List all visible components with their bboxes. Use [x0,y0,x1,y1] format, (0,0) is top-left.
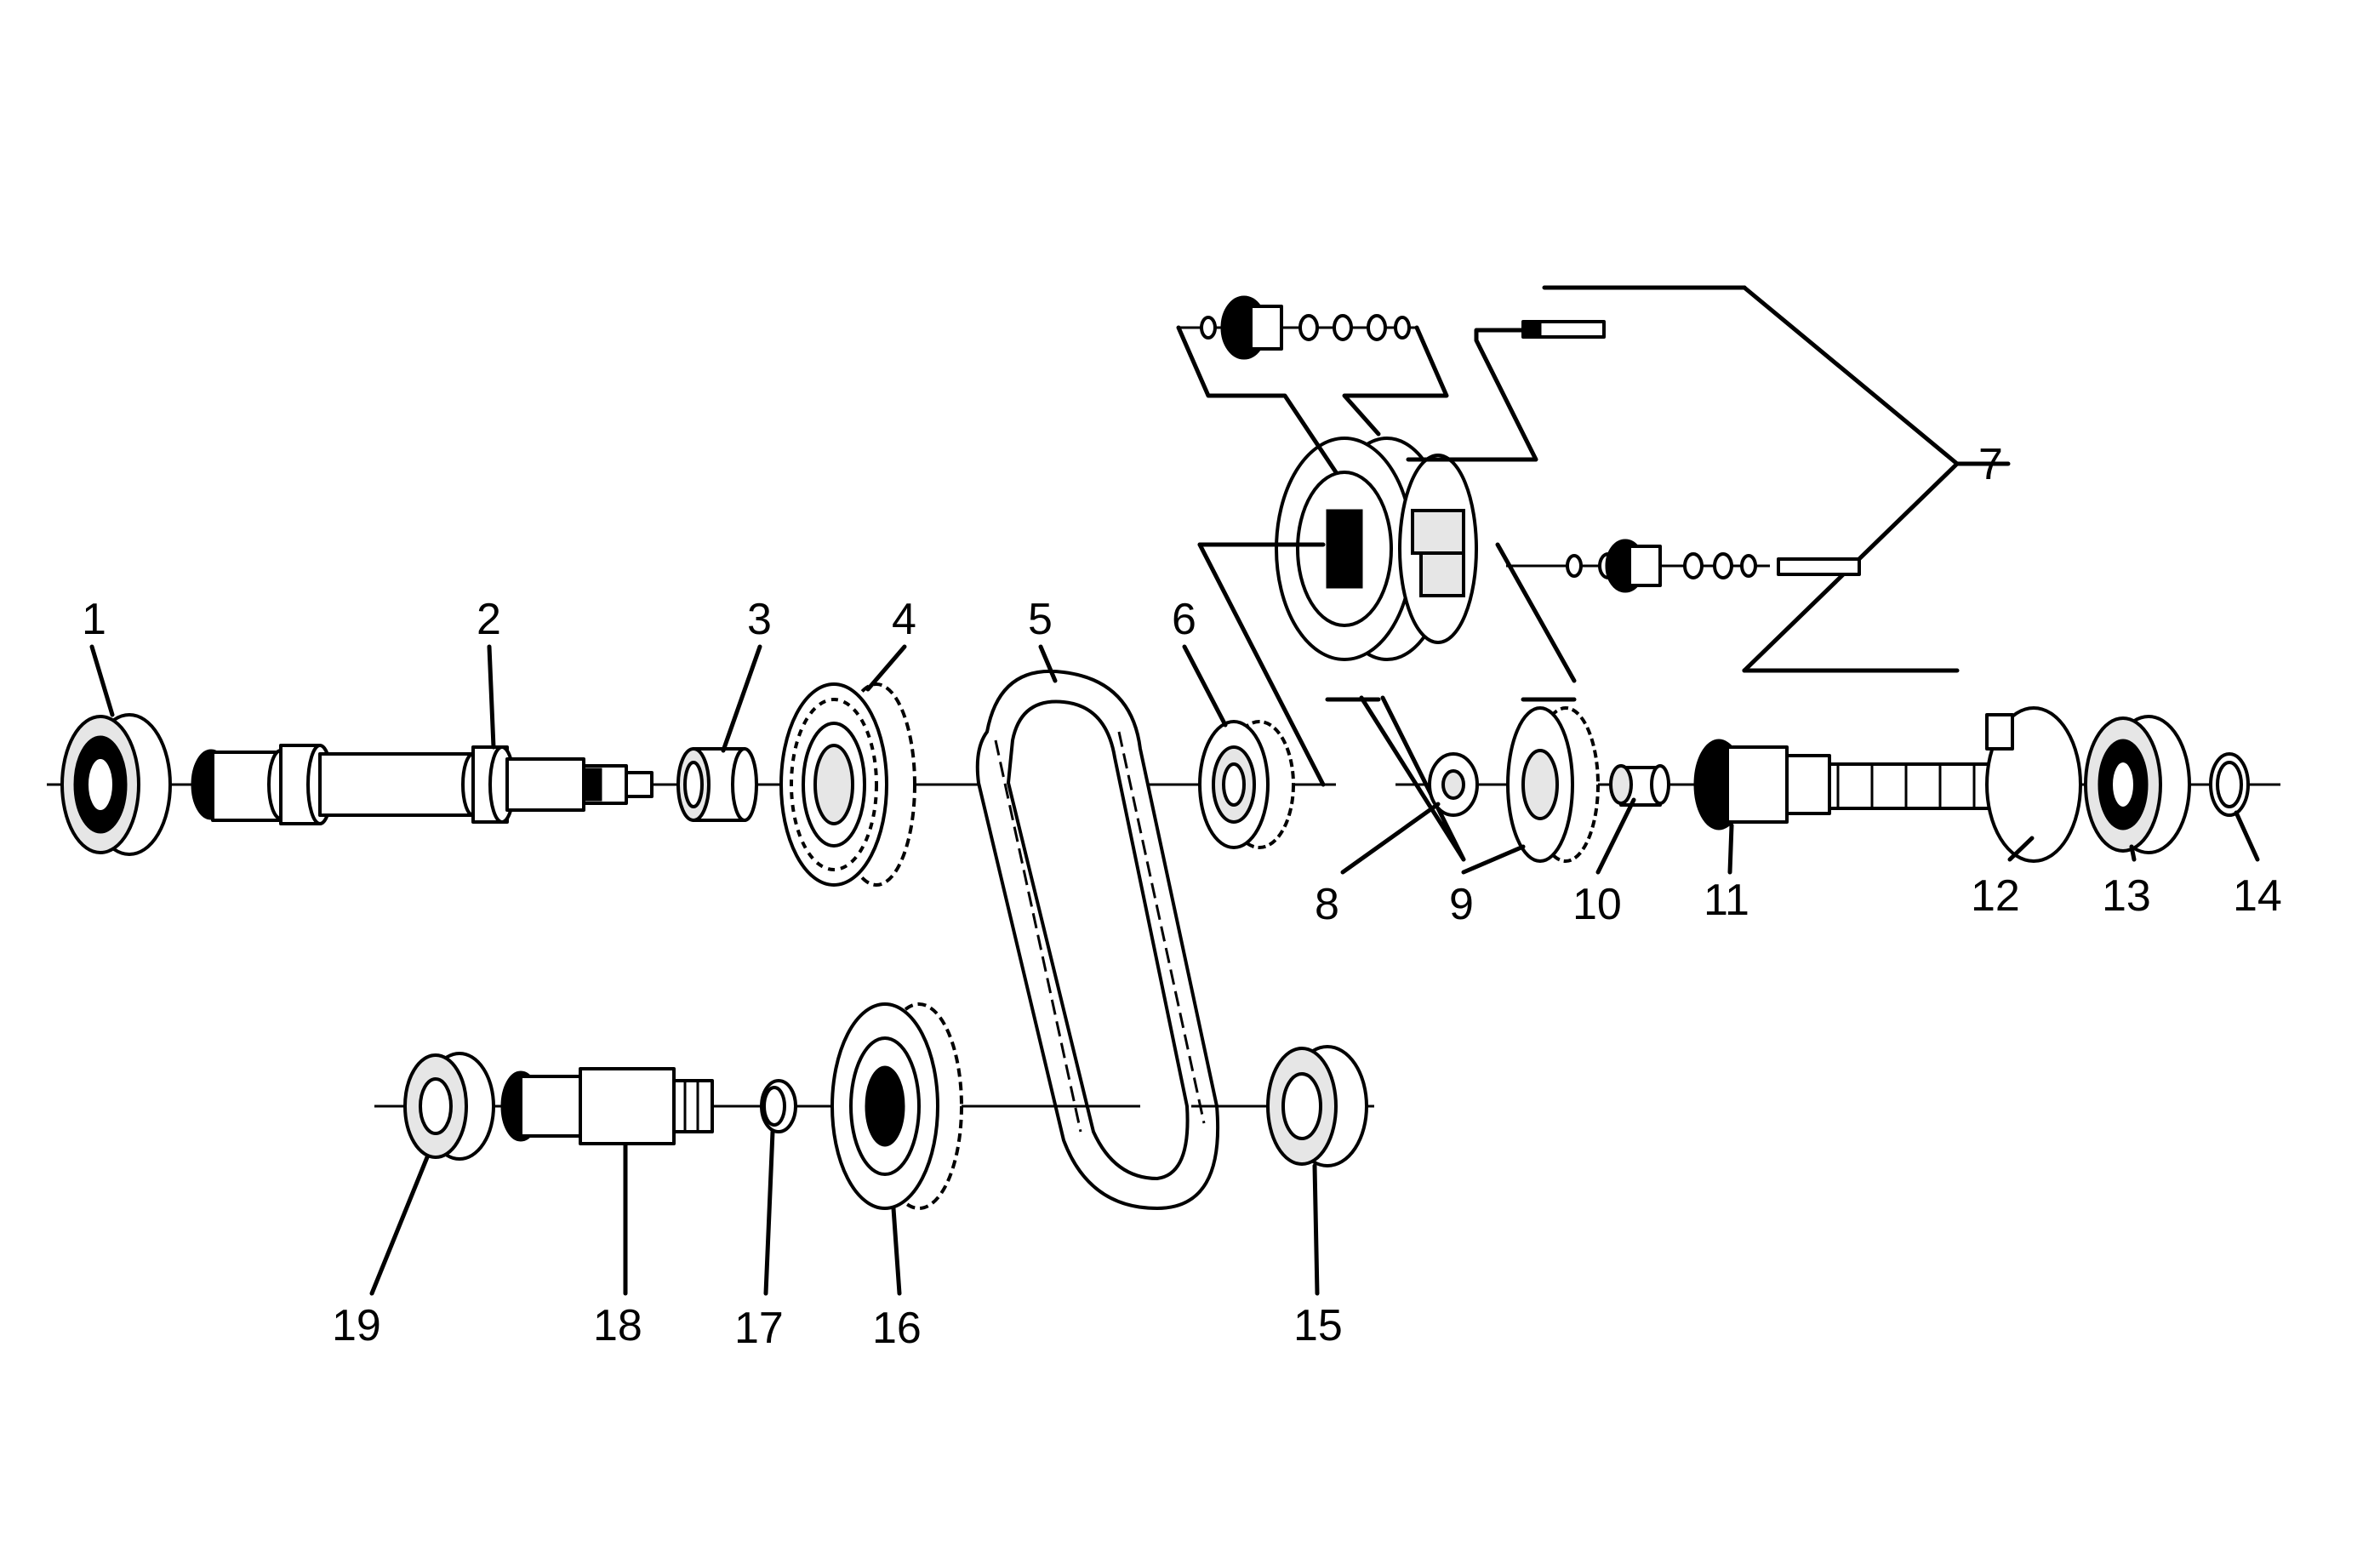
callout-2: 2 [477,595,501,644]
callout-11: 11 [1704,876,1749,925]
part-7-pin-upper [1406,320,1606,462]
callout-12: 12 [1971,871,2020,921]
part-6-gear [1198,720,1295,849]
callout-7: 7 [1978,440,2003,489]
callout-14: 14 [2233,871,2282,921]
callout-leaders [89,644,2260,1296]
part-2-shaft [191,744,654,825]
callout-labels: 1 2 3 4 5 6 7 8 9 10 11 12 13 14 15 16 1… [82,440,2282,1353]
callout-19: 19 [332,1301,381,1350]
part-19-bearing [403,1052,495,1161]
callout-4: 4 [892,595,916,644]
part-15-bearing [1266,1045,1368,1167]
part-18-shaft [500,1067,714,1145]
part-4-sprocket [779,682,916,887]
part-12-snap-ring [1985,706,2082,863]
part-5-chain [975,669,1220,1210]
callout-15: 15 [1293,1301,1343,1350]
callout-16: 16 [872,1304,922,1353]
part-8-washer [1428,752,1479,817]
part-17-ring [760,1079,797,1133]
part-16-sprocket [830,1002,963,1210]
callout-3: 3 [747,595,772,644]
callout-9: 9 [1449,880,1474,929]
carrier-leaders [1197,542,1577,862]
callout-8: 8 [1315,880,1339,929]
callout-13: 13 [2102,871,2151,921]
part-10-bushing [1609,764,1670,807]
callout-18: 18 [593,1301,642,1350]
part-7-pinion-upper [1176,295,1449,475]
part-3-bushing [676,747,758,822]
callout-6: 6 [1172,595,1196,644]
part-13-bearing [2084,715,2191,854]
part-14-ring [2209,752,2250,817]
part-7-bracket [1542,285,2011,673]
callout-10: 10 [1572,880,1622,929]
part-7-carrier [1275,437,1478,661]
callout-5: 5 [1028,595,1053,644]
callout-1: 1 [82,595,106,644]
part-7-pinion-lower [1506,539,1861,593]
part-9-sun-gear [1506,706,1600,863]
part-1-bearing [60,713,172,856]
part-11-output-shaft [1693,739,2010,831]
callout-17: 17 [734,1304,784,1353]
